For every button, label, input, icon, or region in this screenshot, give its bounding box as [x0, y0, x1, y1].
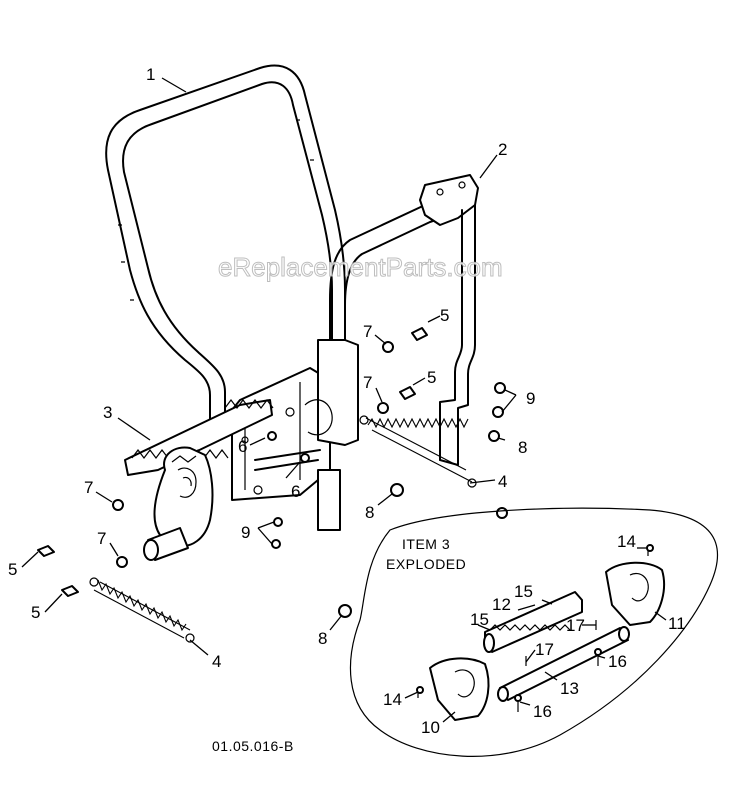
callout-3: 3 — [103, 403, 112, 422]
inset-title-line1: ITEM 3 — [402, 536, 450, 552]
callout-7: 7 — [363, 322, 372, 341]
callout-7: 7 — [97, 529, 106, 548]
part-4-springs — [89, 415, 477, 643]
callout-labels: 1 2 3 4 4 5 5 5 5 6 6 7 7 7 7 8 8 8 9 9 … — [8, 65, 686, 737]
callout-16: 16 — [608, 652, 627, 671]
part-1-handle-bar — [105, 64, 346, 431]
callout-8: 8 — [365, 503, 374, 522]
leader-lines — [21, 77, 667, 723]
drawing-number: 01.05.016-B — [212, 738, 294, 754]
callout-7: 7 — [363, 373, 372, 392]
callout-11: 11 — [668, 614, 686, 633]
callout-14: 14 — [617, 532, 636, 551]
callout-15: 15 — [470, 610, 489, 629]
callout-7: 7 — [84, 478, 93, 497]
hardware-bolts-nuts — [37, 327, 508, 618]
callout-13: 13 — [560, 679, 579, 698]
callout-5: 5 — [31, 603, 40, 622]
watermark-text: eReplacementParts.com — [218, 252, 503, 282]
callout-6: 6 — [291, 482, 300, 501]
callout-10: 10 — [421, 718, 440, 737]
callout-8: 8 — [518, 438, 527, 457]
inset-item-3-exploded — [349, 507, 719, 757]
inset-title-line2: EXPLODED — [386, 556, 466, 572]
callout-8: 8 — [318, 629, 327, 648]
callout-9: 9 — [241, 523, 250, 542]
callout-5: 5 — [8, 560, 17, 579]
callout-4: 4 — [212, 652, 221, 671]
part-2-rear-bracket — [329, 174, 479, 466]
callout-4: 4 — [498, 472, 507, 491]
callout-9: 9 — [526, 389, 535, 408]
callout-2: 2 — [498, 140, 507, 159]
callout-17: 17 — [535, 640, 554, 659]
callout-6: 6 — [238, 437, 247, 456]
callout-5: 5 — [440, 306, 449, 325]
callout-17: 17 — [566, 616, 585, 635]
callout-14: 14 — [383, 690, 402, 709]
callout-5: 5 — [427, 368, 436, 387]
frame-side-plates — [231, 339, 359, 531]
part-3-seat-adjuster — [124, 399, 274, 561]
callout-12: 12 — [492, 595, 511, 614]
callout-16: 16 — [533, 702, 552, 721]
callout-15: 15 — [514, 582, 533, 601]
callout-1: 1 — [146, 65, 155, 84]
